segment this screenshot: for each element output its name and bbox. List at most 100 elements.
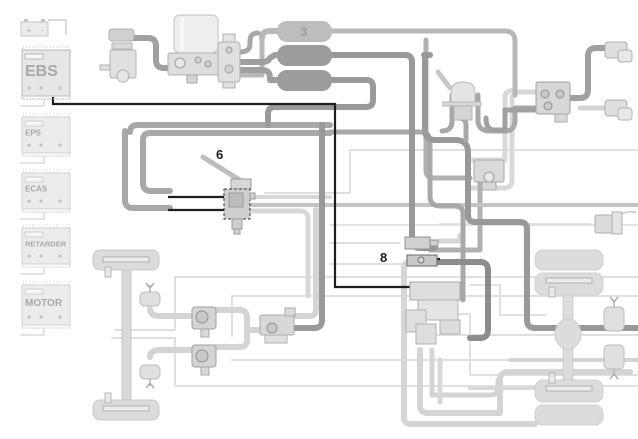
tank-2-body — [277, 45, 332, 66]
front-valve-left-port — [195, 310, 209, 324]
trailer-control-valve[interactable] — [473, 159, 505, 191]
ecu-led — [27, 143, 31, 147]
front-wheel-bottom-tread — [102, 405, 150, 412]
trailer-socket[interactable] — [594, 210, 637, 235]
rear-sensor-bottom — [548, 372, 556, 384]
tank3-pipe — [259, 28, 295, 41]
ecu-led — [39, 86, 43, 90]
trailer-valve-base — [481, 181, 497, 191]
relay-bottom — [554, 113, 568, 123]
front-brake-chamber-left[interactable] — [139, 282, 161, 307]
coupling-head-red-cap — [617, 49, 633, 63]
battery-terminal — [41, 19, 45, 22]
tank1-outlet — [327, 77, 376, 110]
rear-differential — [554, 318, 582, 350]
compressor-to-dryer — [127, 35, 177, 71]
protection-valve-stem — [222, 81, 236, 89]
treadle-to-module — [483, 107, 539, 133]
battery: + - — [20, 19, 67, 37]
trailer-control-module[interactable] — [404, 236, 439, 267]
signal-line — [469, 284, 546, 316]
coupling-head-yellow[interactable] — [604, 99, 633, 121]
relay-port — [543, 101, 553, 111]
front-relay-body — [259, 314, 295, 336]
ecu-label-ebs: EBS — [25, 63, 58, 80]
ecu-module-retarder[interactable]: RETARDER — [20, 224, 71, 275]
ecu-module-eps[interactable]: EPS — [20, 113, 71, 164]
ecu-label-ecas: ECAS — [25, 185, 48, 194]
ecu-led — [39, 143, 43, 147]
ecu-wire — [20, 267, 45, 275]
ecu-wire — [20, 212, 45, 220]
tank-3[interactable]: 3 — [277, 21, 332, 42]
rear-axle-modulator[interactable] — [405, 281, 461, 345]
hand-brake-port — [249, 192, 256, 200]
rear-wheel-bottom-tread — [545, 385, 593, 392]
rear-spring-brake-lower[interactable] — [603, 344, 625, 380]
tank-2[interactable] — [277, 45, 332, 66]
ecu-led — [58, 86, 62, 90]
hand-brake-valve[interactable] — [200, 154, 256, 235]
relay-valve-body — [535, 81, 571, 115]
front-valve-right-stem — [200, 366, 210, 376]
ecu-led — [39, 254, 43, 258]
ecu-module-ebs[interactable]: EBS — [20, 46, 71, 107]
rear-wheel-top-inner — [534, 272, 604, 296]
rear-axle[interactable] — [534, 249, 604, 426]
upper-circuit — [122, 128, 173, 211]
front-wheel-top-tread — [102, 256, 150, 263]
ecu-modules: EBS EPS ECAS RETARDER MOTOR — [20, 46, 71, 336]
front-sensor-top — [104, 266, 112, 278]
front-service-supply — [265, 104, 333, 128]
rear-circuit-pipe — [417, 347, 633, 416]
air-dryer[interactable] — [167, 14, 223, 84]
rear-spring-brake-upper[interactable] — [603, 296, 625, 332]
trailer-coupling-heads[interactable] — [535, 41, 633, 123]
protection-valve-port — [224, 64, 234, 74]
foot-brake-module[interactable] — [435, 69, 482, 121]
modulator-connector — [439, 319, 461, 335]
front-axle-valve-left[interactable] — [191, 306, 217, 338]
ecu-label-motor: MOTOR — [25, 298, 63, 309]
trailer-valve-port — [483, 171, 495, 183]
front-axle-beam — [121, 269, 132, 401]
foot-brake-pedal — [435, 69, 453, 91]
ebs-can-bus — [51, 97, 410, 289]
front-brake-chamber-right[interactable] — [139, 364, 161, 389]
compressor[interactable] — [99, 28, 137, 83]
tank-1-body — [277, 70, 332, 91]
compressor-head — [108, 28, 135, 42]
battery-wire — [48, 19, 67, 35]
foot-brake-body — [453, 105, 473, 121]
ecu-module-ecas[interactable]: ECAS — [20, 169, 71, 220]
front-valve-left-stem — [200, 328, 210, 338]
ecu-wire — [20, 99, 45, 107]
circuit-1-pipe — [237, 52, 295, 65]
coupling-head-yellow-cap — [617, 107, 633, 121]
front-relay-port — [266, 322, 278, 334]
ecu-display — [24, 288, 44, 295]
trailer-module-upper — [404, 236, 431, 250]
modulator-bottom — [415, 323, 437, 345]
spring-brake-lower-rod — [609, 369, 619, 380]
ecu-led — [27, 254, 31, 258]
circuit-2-pipe — [237, 67, 295, 83]
foot-brake-flange — [442, 101, 482, 107]
front-axle-relay[interactable] — [259, 307, 296, 344]
trailer-socket-cable — [621, 210, 637, 215]
hand-brake-stem-tip — [233, 228, 241, 235]
tank-3-body — [277, 21, 332, 42]
ecu-led — [27, 199, 31, 203]
upper-circuit-2 — [140, 130, 333, 143]
front-chamber-left-body — [139, 291, 161, 307]
air-dryer-port — [194, 56, 202, 64]
ecu-module-motor[interactable]: MOTOR — [20, 281, 71, 336]
coupling-head-red[interactable] — [604, 41, 633, 63]
tank-1[interactable] — [277, 70, 332, 91]
front-axle-valve-right[interactable] — [191, 344, 217, 376]
rear-wheel-top-outer — [534, 249, 604, 271]
four-circuit-protection-valve[interactable] — [217, 33, 241, 89]
front-axle[interactable] — [92, 249, 160, 421]
hand-brake-window — [228, 192, 244, 208]
